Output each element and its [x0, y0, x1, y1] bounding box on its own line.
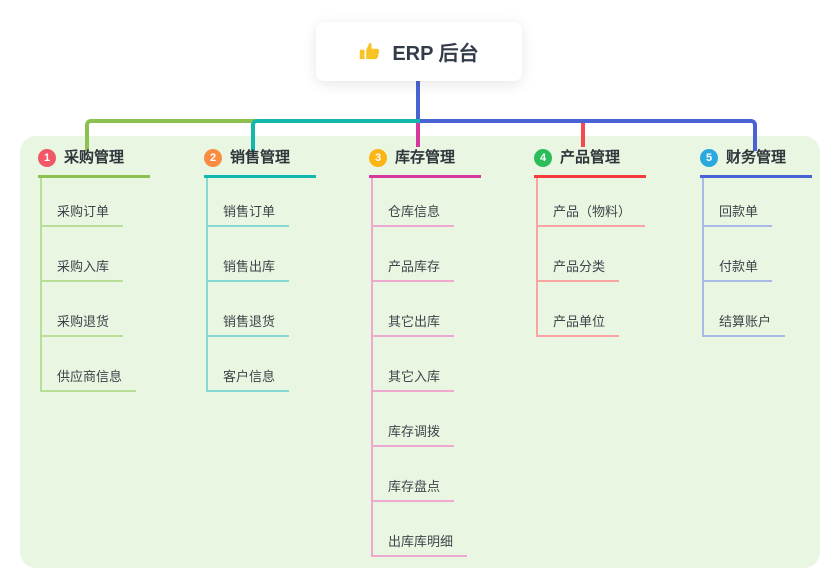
- branch-finance-header[interactable]: 5 财务管理: [700, 148, 812, 178]
- branch-item[interactable]: 采购订单: [42, 178, 124, 227]
- branch-purchase-header[interactable]: 1 采购管理: [38, 148, 150, 178]
- branch-purchase: 1 采购管理 采购订单 采购入库 采购退货 供应商信息: [38, 148, 188, 392]
- branch-number-badge: 1: [38, 149, 56, 167]
- branch-item[interactable]: 仓库信息: [373, 178, 455, 227]
- branch-item[interactable]: 销售出库: [208, 227, 290, 282]
- branch-number-badge: 2: [204, 149, 222, 167]
- root-node[interactable]: ERP 后台: [316, 22, 522, 81]
- connector-sales: [251, 119, 424, 151]
- branch-item[interactable]: 销售退货: [208, 282, 290, 337]
- branch-item[interactable]: 库存盘点: [373, 447, 455, 502]
- branch-label: 财务管理: [726, 149, 787, 166]
- branch-sales: 2 销售管理 销售订单 销售出库 销售退货 客户信息: [204, 148, 354, 392]
- root-stem-line: [416, 81, 420, 123]
- branch-item[interactable]: 结算账户: [704, 282, 786, 337]
- branch-item[interactable]: 供应商信息: [42, 337, 137, 392]
- branch-inventory-items: 仓库信息 产品库存 其它出库 其它入库 库存调拨 库存盘点 出库库明细: [371, 178, 519, 557]
- branch-item[interactable]: 付款单: [704, 227, 773, 282]
- branch-finance-items: 回款单 付款单 结算账户: [702, 178, 839, 337]
- branch-number-badge: 5: [700, 149, 718, 167]
- branch-label: 销售管理: [230, 149, 291, 166]
- connector-finance: [420, 119, 757, 151]
- branch-item[interactable]: 产品（物料）: [538, 178, 646, 227]
- branch-purchase-items: 采购订单 采购入库 采购退货 供应商信息: [40, 178, 188, 392]
- branch-item[interactable]: 出库库明细: [373, 502, 468, 557]
- branch-item[interactable]: 其它出库: [373, 282, 455, 337]
- content-panel: [20, 136, 820, 568]
- branch-sales-header[interactable]: 2 销售管理: [204, 148, 316, 178]
- branch-item[interactable]: 产品单位: [538, 282, 620, 337]
- branch-item[interactable]: 销售订单: [208, 178, 290, 227]
- branch-item[interactable]: 采购退货: [42, 282, 124, 337]
- branch-item[interactable]: 产品库存: [373, 227, 455, 282]
- connector-inventory: [416, 123, 420, 147]
- branch-item[interactable]: 其它入库: [373, 337, 455, 392]
- branch-item[interactable]: 回款单: [704, 178, 773, 227]
- branch-inventory-header[interactable]: 3 库存管理: [369, 148, 481, 178]
- connector-purchase: [85, 119, 259, 151]
- branch-label: 产品管理: [560, 149, 621, 166]
- branch-label: 库存管理: [395, 149, 456, 166]
- branch-product-header[interactable]: 4 产品管理: [534, 148, 646, 178]
- branch-item[interactable]: 客户信息: [208, 337, 290, 392]
- branch-item[interactable]: 库存调拨: [373, 392, 455, 447]
- branch-finance: 5 财务管理 回款单 付款单 结算账户: [700, 148, 839, 337]
- branch-number-badge: 3: [369, 149, 387, 167]
- branch-product: 4 产品管理 产品（物料） 产品分类 产品单位: [534, 148, 684, 337]
- branch-item[interactable]: 采购入库: [42, 227, 124, 282]
- branch-label: 采购管理: [64, 149, 125, 166]
- connector-product: [581, 123, 585, 147]
- root-title: ERP 后台: [392, 43, 479, 65]
- branch-inventory: 3 库存管理 仓库信息 产品库存 其它出库 其它入库 库存调拨 库存盘点 出库库…: [369, 148, 519, 557]
- branch-sales-items: 销售订单 销售出库 销售退货 客户信息: [206, 178, 354, 392]
- thumbs-up-icon: [359, 40, 382, 63]
- branch-item[interactable]: 产品分类: [538, 227, 620, 282]
- branch-product-items: 产品（物料） 产品分类 产品单位: [536, 178, 684, 337]
- branch-number-badge: 4: [534, 149, 552, 167]
